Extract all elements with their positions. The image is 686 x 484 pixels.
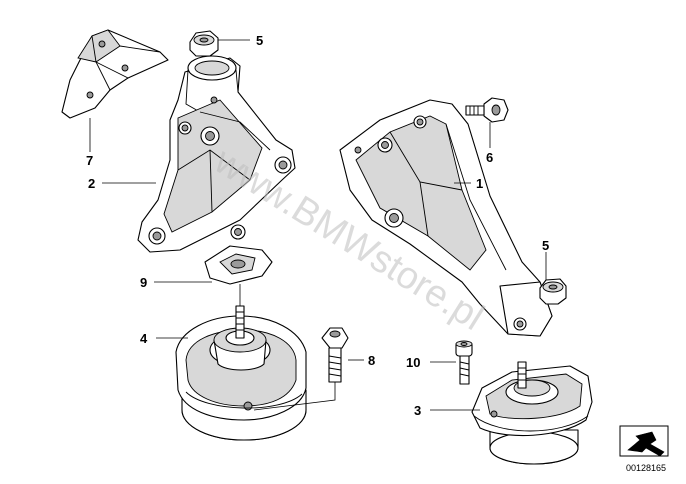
part-3-engine-mount-right: [471, 361, 593, 465]
part-7-heat-shield: [61, 29, 169, 119]
part-10-bolt: [455, 340, 473, 385]
part-5-nut-top: [189, 30, 219, 57]
part-1-engine-bracket-right: [339, 99, 553, 337]
callout-7: 7: [86, 153, 93, 168]
part-8-bolt: [321, 327, 349, 383]
part-4-engine-mount-left: [175, 305, 307, 441]
leader-lines: [89, 39, 547, 411]
callout-4: 4: [140, 331, 148, 346]
image-number: 00128165: [626, 463, 666, 473]
callout-9: 9: [140, 275, 147, 290]
callout-10: 10: [406, 355, 420, 370]
part-2-engine-bracket-left: [137, 55, 296, 253]
orientation-arrow-icon: [619, 425, 669, 457]
callout-8: 8: [368, 353, 375, 368]
part-9-damper-pad: [204, 245, 273, 285]
part-6-bolt: [465, 97, 509, 123]
callout-labels: 1 2 3 4 5 5 6 7 8 9 10: [86, 33, 549, 418]
callout-5-top: 5: [256, 33, 263, 48]
callout-5-right: 5: [542, 238, 549, 253]
axis-line-bolt8: [253, 382, 336, 411]
callout-6: 6: [486, 150, 493, 165]
callout-3: 3: [414, 403, 421, 418]
callout-1: 1: [476, 176, 483, 191]
callout-2: 2: [88, 176, 95, 191]
part-5-nut-right: [539, 278, 567, 305]
